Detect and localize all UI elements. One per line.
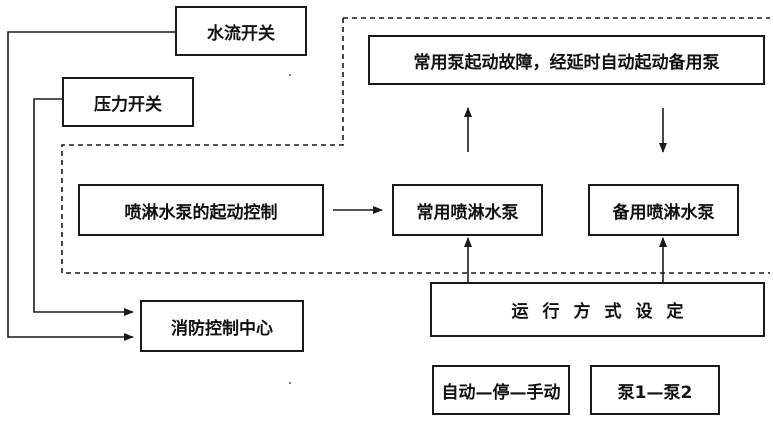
stray-dot bbox=[289, 382, 291, 384]
operation-mode-box: 运行方式设定 bbox=[430, 282, 765, 337]
standby-pump-box: 备用喷淋水泵 bbox=[588, 184, 739, 236]
water-switch-to-center-line bbox=[7, 31, 175, 341]
start-control-box: 喷淋水泵的起动控制 bbox=[78, 184, 324, 236]
water-flow-switch-label: 水流开关 bbox=[207, 23, 275, 44]
fault-note-label: 常用泵起动故障，经延时自动起动备用泵 bbox=[413, 52, 720, 73]
water-flow-switch-box: 水流开关 bbox=[175, 6, 307, 56]
main-pump-label: 常用喷淋水泵 bbox=[416, 202, 519, 223]
pump1-pump2-box: 泵1—泵2 bbox=[590, 365, 720, 415]
fault-note-box: 常用泵起动故障，经延时自动起动备用泵 bbox=[368, 35, 765, 85]
pressure-switch-to-center-line bbox=[33, 98, 134, 316]
pump1-pump2-label: 泵1—泵2 bbox=[617, 382, 693, 403]
start-control-label: 喷淋水泵的起动控制 bbox=[124, 202, 278, 223]
fire-control-center-box: 消防控制中心 bbox=[140, 300, 304, 352]
dashed-boundary bbox=[61, 17, 770, 274]
operation-mode-label: 运行方式设定 bbox=[511, 302, 698, 322]
pressure-switch-box: 压力开关 bbox=[62, 77, 194, 127]
stray-dot bbox=[289, 74, 291, 76]
auto-stop-manual-label: 自动—停—手动 bbox=[441, 382, 561, 403]
fire-control-center-label: 消防控制中心 bbox=[171, 318, 273, 339]
pressure-switch-label: 压力开关 bbox=[94, 94, 162, 115]
auto-stop-manual-box: 自动—停—手动 bbox=[432, 365, 570, 415]
main-pump-box: 常用喷淋水泵 bbox=[392, 184, 543, 236]
standby-pump-label: 备用喷淋水泵 bbox=[612, 202, 715, 223]
